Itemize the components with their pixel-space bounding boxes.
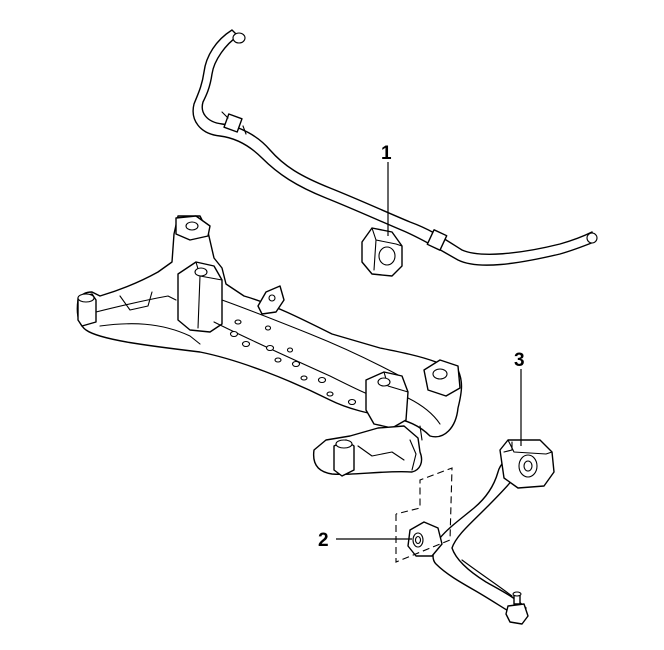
control-arm-rear-bushing — [499, 439, 555, 489]
assembly-guide — [395, 467, 453, 563]
callout-3-label: 3 — [514, 350, 525, 371]
stabilizer-bar-bushing — [361, 227, 403, 277]
callout-2: 2 — [318, 530, 412, 551]
front-subframe — [76, 215, 463, 477]
callout-1: 1 — [381, 143, 392, 236]
callout-2-label: 2 — [318, 530, 329, 551]
control-arm-front-bushing — [407, 521, 443, 557]
callout-1-label: 1 — [381, 143, 392, 164]
lower-control-arm — [432, 451, 529, 625]
callout-3: 3 — [514, 350, 525, 446]
stabilizer-bar — [192, 29, 598, 266]
